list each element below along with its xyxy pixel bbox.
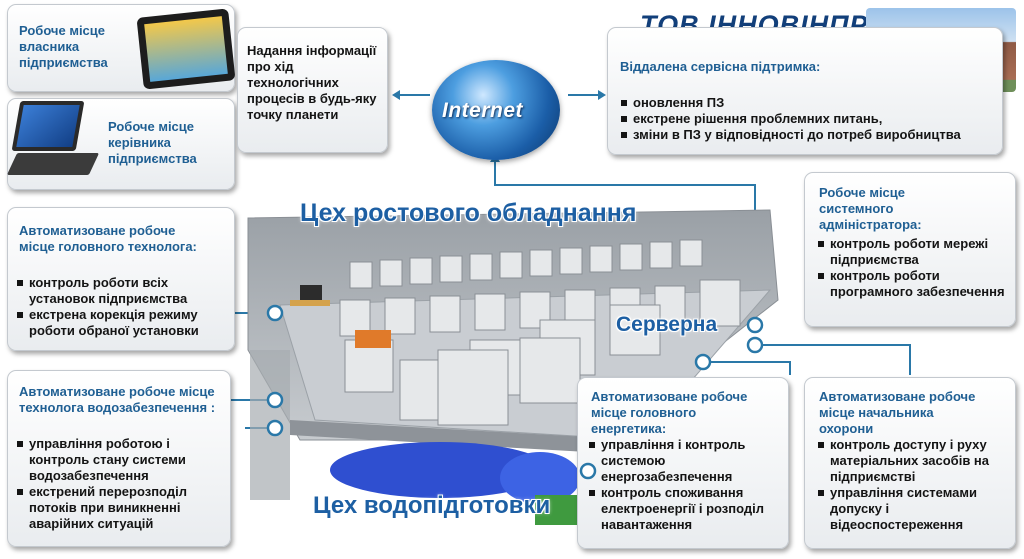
internet-label: Internet: [442, 99, 524, 122]
manager-workstation-title: Робоче місце керівника підприємства: [108, 119, 197, 166]
list-item: екстрений перерозподіл потоків при виник…: [16, 484, 226, 532]
list-item: управління системами допуску і відеоспос…: [817, 485, 1013, 533]
remote-support-title: Віддалена сервісна підтримка:: [620, 59, 821, 74]
water-technologist-title: Автоматизоване робоче місце технолога во…: [19, 384, 216, 415]
internet-globe: [432, 60, 560, 160]
list-item: управління і контроль системою енергозаб…: [588, 437, 786, 485]
server-node-2: [746, 336, 764, 354]
list-item: контроль споживання електроенергії і роз…: [588, 485, 786, 533]
water-technologist-card: Автоматизоване робоче місце технолога во…: [7, 370, 231, 547]
list-item: контроль роботи програмного забезпечення: [817, 268, 1013, 300]
security-chief-list: контроль доступу і руху матеріальних зас…: [817, 437, 1013, 533]
sysadmin-list: контроль роботи мережі підприємства конт…: [817, 236, 1013, 300]
remote-support-card: Віддалена сервісна підтримка: оновлення …: [607, 27, 1003, 155]
water-technologist-list: управління роботою і контроль стану сист…: [16, 436, 226, 532]
list-item: оновлення ПЗ: [620, 95, 1000, 111]
sysadmin-card: Робоче місце системного адміністратора: …: [804, 172, 1016, 327]
sysadmin-title: Робоче місце системного адміністратора:: [819, 185, 922, 232]
chief-technologist-node: [266, 304, 284, 322]
growth-shop-label: Цех ростового обладнання: [300, 199, 637, 227]
security-chief-card: Автоматизоване робоче місце начальника о…: [804, 377, 1016, 549]
list-item: зміни в ПЗ у відповідності до потреб вир…: [620, 127, 1000, 143]
chief-technologist-list: контроль роботи всіх установок підприємс…: [16, 275, 232, 339]
power-engineer-node: [694, 353, 712, 371]
server-room-label: Серверна: [616, 313, 718, 336]
water-technologist-node-1: [266, 391, 284, 409]
list-item: екстрена корекція режиму роботи обраної …: [16, 307, 232, 339]
security-chief-title: Автоматизоване робоче місце начальника о…: [819, 389, 976, 436]
chief-power-engineer-title: Автоматизоване робоче місце головного ен…: [591, 389, 748, 436]
list-item: контроль доступу і руху матеріальних зас…: [817, 437, 1013, 485]
info-box-text: Надання інформації про хід технологічних…: [247, 43, 377, 122]
manager-workstation-card[interactable]: Робоче місце керівника підприємства: [6, 98, 235, 190]
water-technologist-node-2: [266, 419, 284, 437]
chief-technologist-card: Автоматизоване робоче місце головного те…: [7, 207, 235, 351]
water-shop-label: Цех водопідготовки: [313, 492, 551, 519]
chief-power-engineer-card: Автоматизоване робоче місце головного ен…: [577, 377, 789, 549]
chief-power-engineer-list: управління і контроль системою енергозаб…: [588, 437, 786, 533]
owner-workstation-title: Робоче місце власника підприємства: [19, 23, 108, 70]
owner-workstation-card[interactable]: Робоче місце власника підприємства: [7, 4, 236, 92]
server-node-1: [746, 316, 764, 334]
list-item: управління роботою і контроль стану сист…: [16, 436, 226, 484]
remote-support-list: оновлення ПЗ екстрене рішення проблемних…: [620, 95, 1000, 143]
list-item: екстрене рішення проблемних питань,: [620, 111, 1000, 127]
info-box-card: Надання інформації про хід технологічних…: [237, 27, 388, 153]
chief-technologist-title: Автоматизоване робоче місце головного те…: [19, 223, 197, 254]
water-shop-node: [579, 462, 597, 480]
list-item: контроль роботи мережі підприємства: [817, 236, 1013, 268]
list-item: контроль роботи всіх установок підприємс…: [16, 275, 232, 307]
